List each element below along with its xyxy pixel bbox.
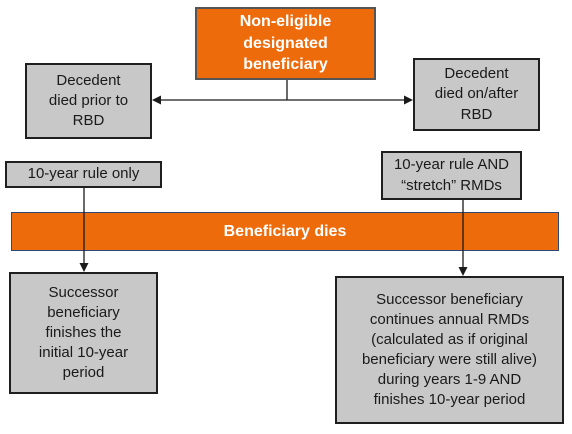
arrowhead-left-outcome [79, 263, 89, 272]
node-left-outcome: Successor beneficiary finishes the initi… [9, 272, 158, 394]
node-right-outcome: Successor beneficiary continues annual R… [335, 276, 564, 424]
arrowhead-left [152, 95, 161, 105]
arrowhead-right [404, 95, 413, 105]
node-ten-year-rule-only: 10-year rule only [5, 161, 162, 188]
node-died-prior-to-rbd: Decedent died prior to RBD [25, 63, 152, 139]
root-node-non-eligible-beneficiary: Non-eligible designated beneficiary [195, 7, 376, 80]
event-beneficiary-dies-banner: Beneficiary dies [11, 212, 559, 251]
node-ten-year-rule-and-stretch: 10-year rule AND “stretch” RMDs [381, 151, 522, 200]
node-died-on-after-rbd: Decedent died on/after RBD [413, 58, 540, 131]
arrowhead-right-outcome [458, 267, 468, 276]
